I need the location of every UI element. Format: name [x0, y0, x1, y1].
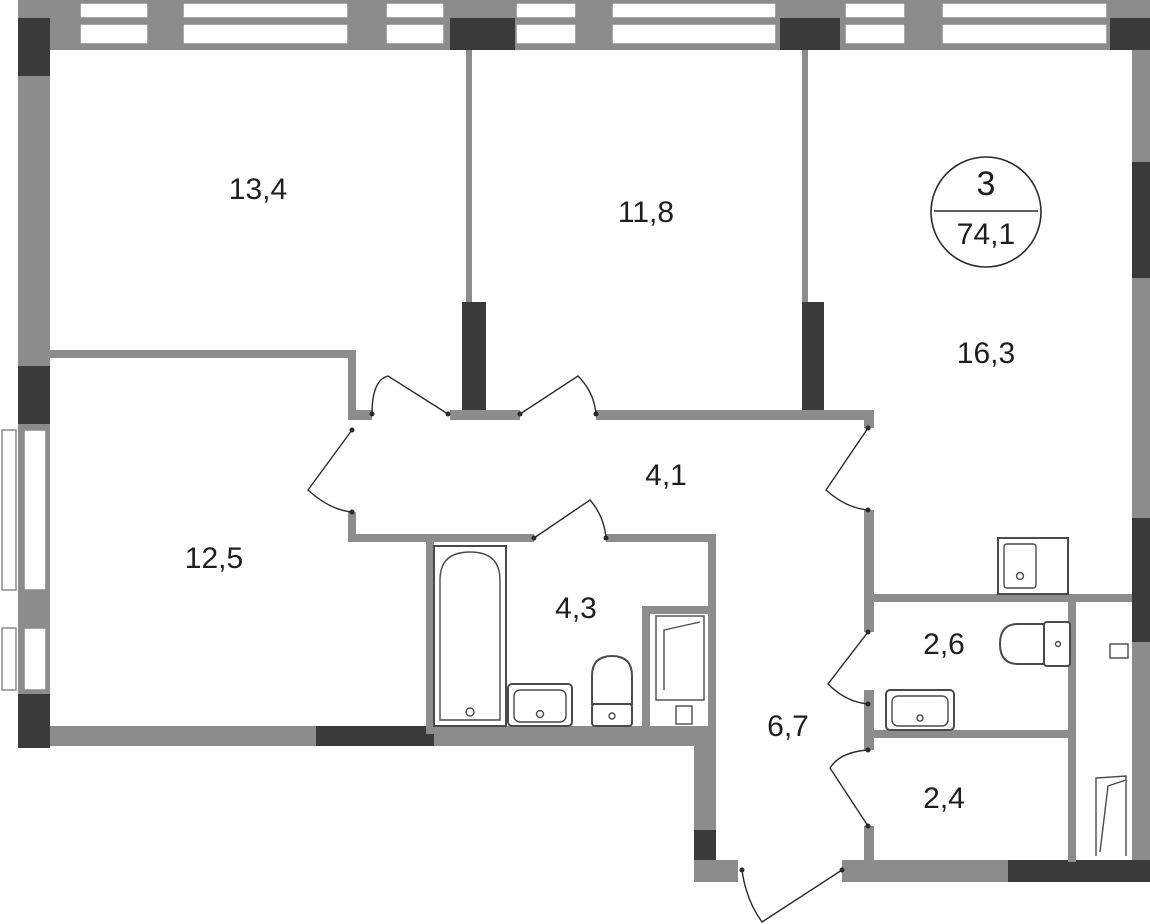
door-entrance: [739, 867, 845, 923]
doors: [307, 375, 871, 923]
wc-sink-icon: [885, 689, 955, 731]
door-storage: [829, 747, 871, 829]
room-area-bedroom-top-middle: 11,8: [618, 196, 674, 229]
bathtub-icon: [433, 545, 507, 727]
total-area: 74,1: [957, 218, 1015, 251]
room-area-bedroom-top-left: 13,4: [229, 173, 287, 206]
door-bedroom-top-middle: [517, 375, 599, 417]
left-windows: [1, 429, 47, 691]
shaft-icon: [655, 615, 705, 725]
door-bedroom-left: [307, 427, 355, 515]
room-area-bedroom-left: 12,5: [185, 542, 243, 575]
top-windows: [79, 2, 1108, 45]
bathroom-sink-icon: [507, 683, 573, 727]
right-shaft-icon: [1095, 643, 1129, 856]
kitchen-sink-icon: [997, 537, 1069, 595]
door-wc: [827, 629, 871, 707]
door-living-kitchen: [825, 425, 871, 513]
door-bedroom-top-left: [369, 375, 451, 417]
exterior-walls: [1, 0, 1150, 882]
room-area-living-kitchen: 16,3: [957, 337, 1015, 370]
room-area-bathroom: 4,3: [555, 592, 597, 625]
room-area-hallway: 6,7: [767, 710, 809, 743]
fixtures: [433, 537, 1129, 856]
room-area-storage: 2,4: [923, 782, 965, 815]
room-area-wc: 2,6: [923, 628, 965, 661]
interior-walls: [50, 50, 1132, 866]
wc-toilet-icon: [998, 621, 1071, 667]
door-bathroom: [531, 499, 609, 541]
apartment-badge: 3 74,1: [930, 156, 1042, 268]
room-area-corridor: 4,1: [645, 459, 687, 492]
bathroom-toilet-icon: [591, 654, 633, 727]
room-labels: 13,4 11,8 16,3 12,5 4,1 4,3 2,6 6,7 2,4: [185, 173, 1015, 815]
rooms-count: 3: [977, 165, 996, 203]
